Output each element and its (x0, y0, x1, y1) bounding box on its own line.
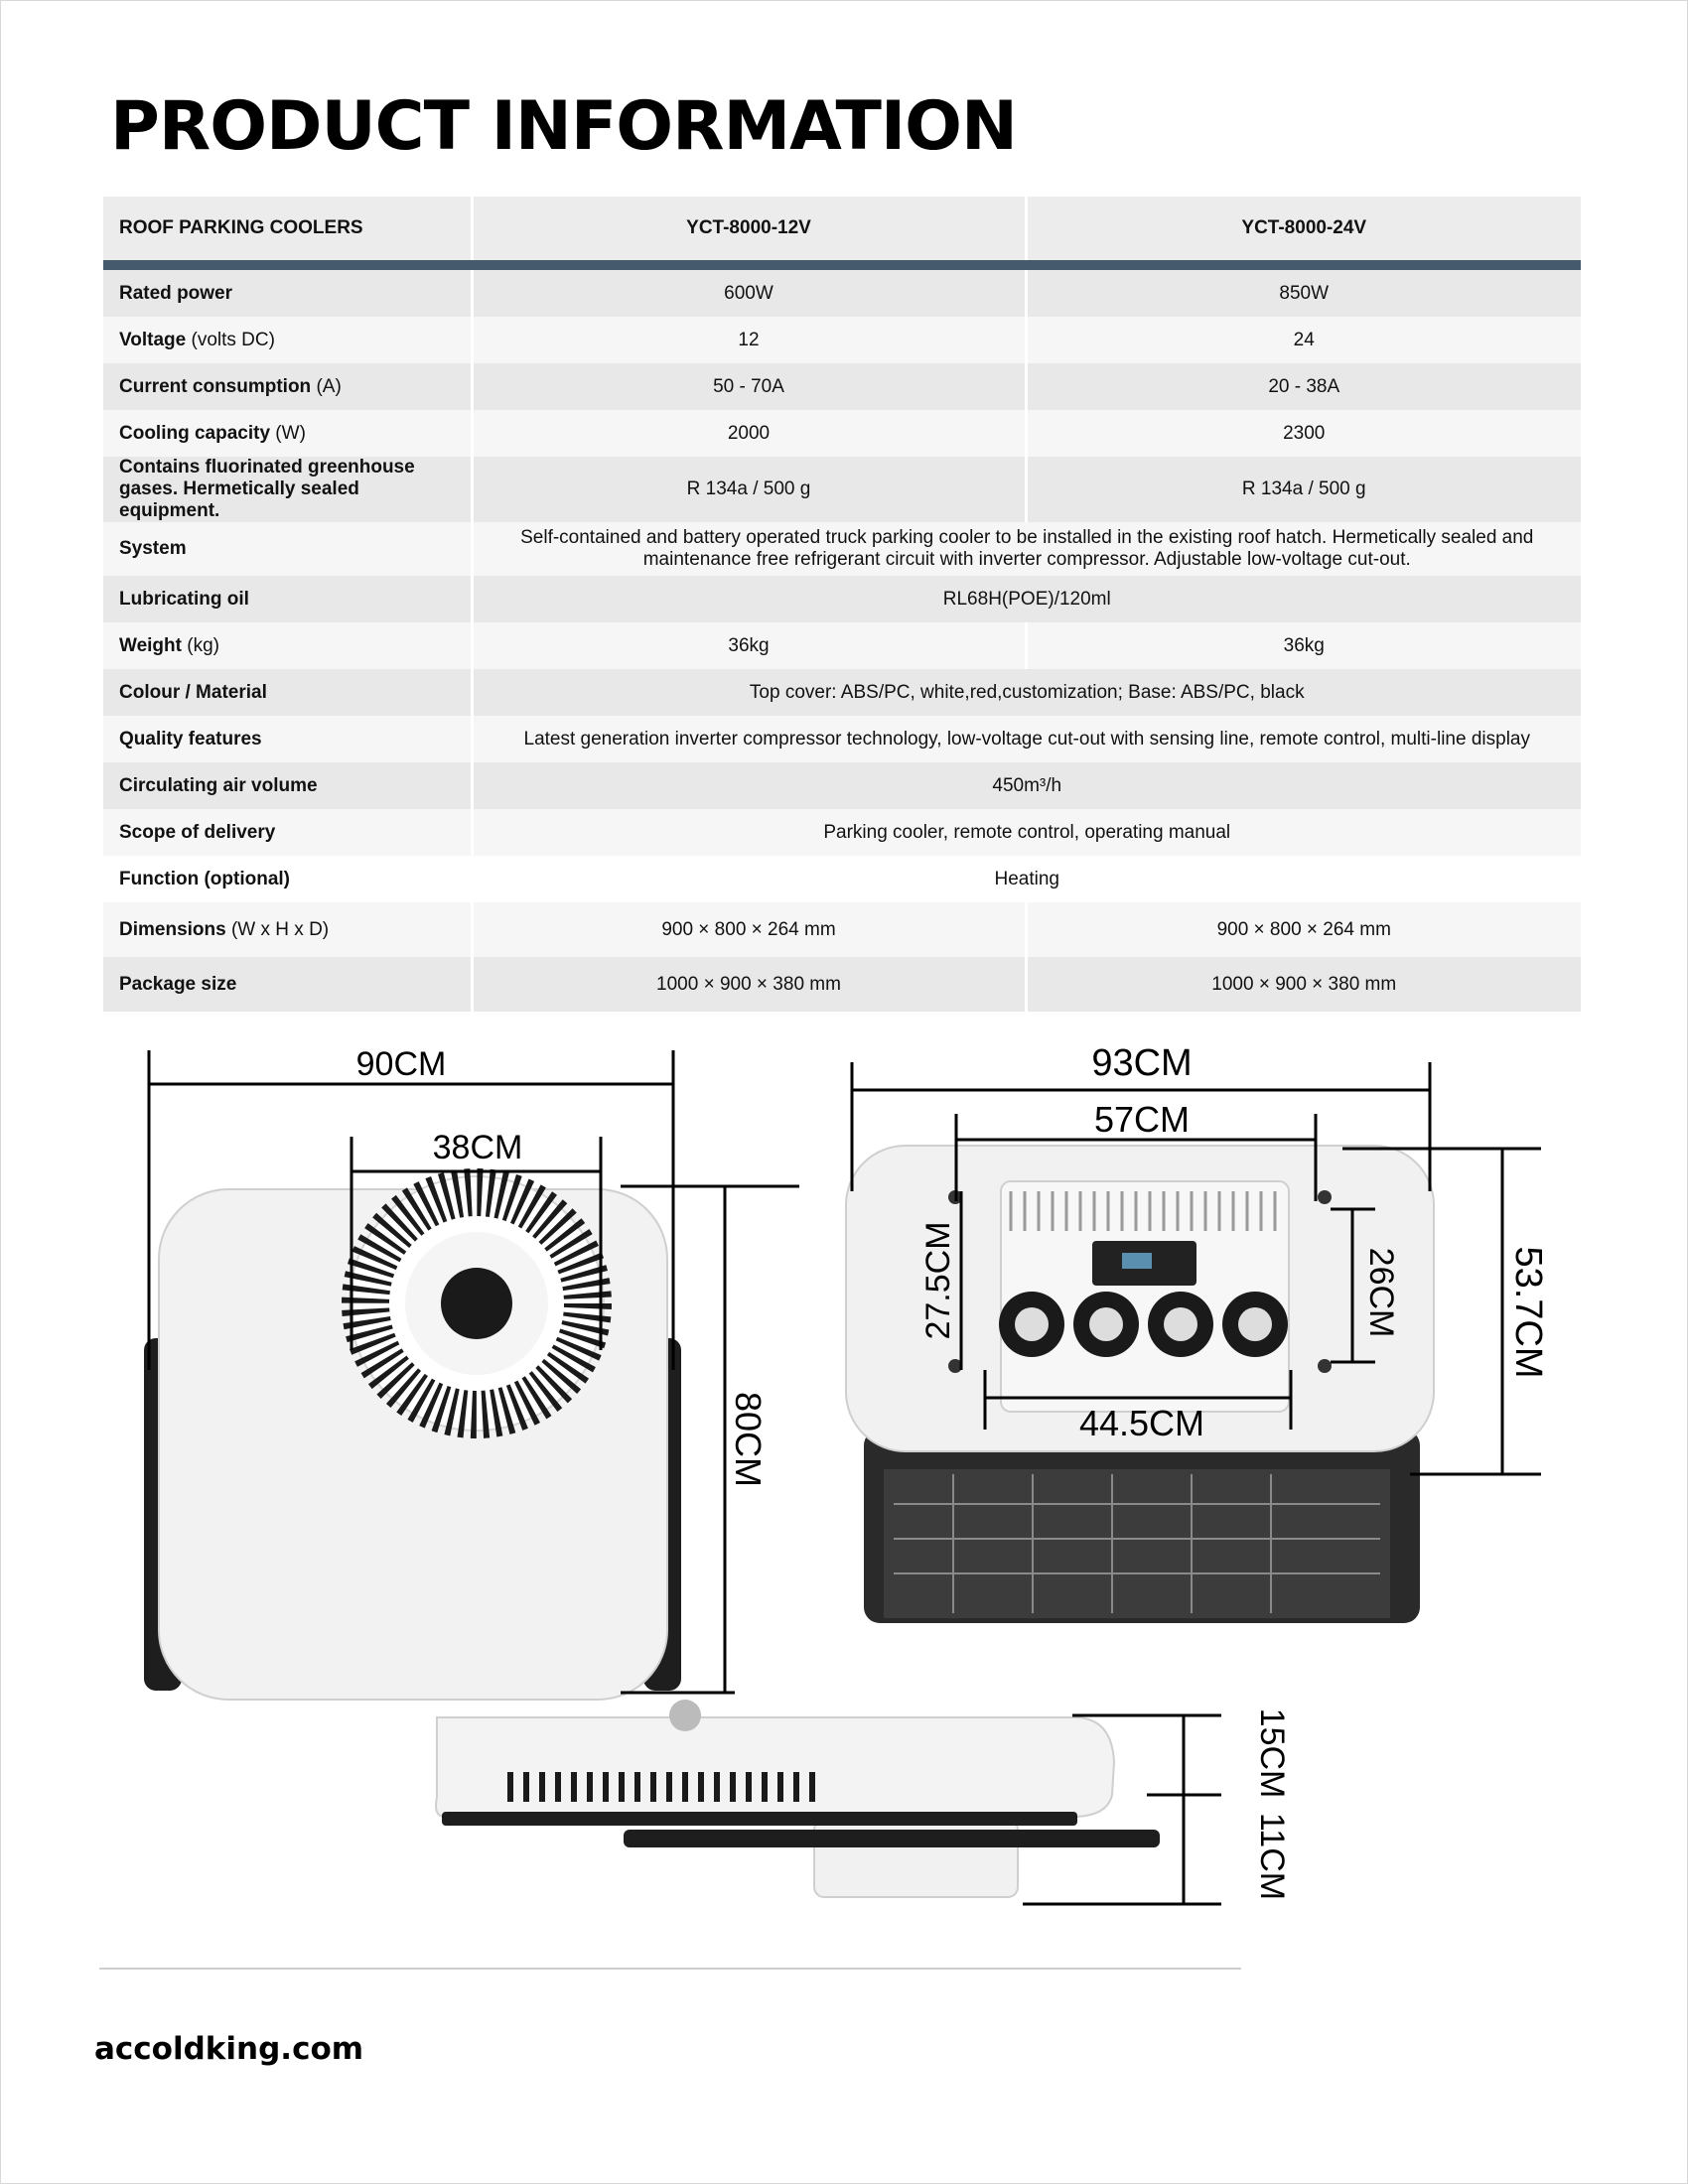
dimension-diagrams: 90CM 38CM 80CM (144, 1042, 1549, 1906)
row-value-24v: 1000 × 900 × 380 mm (1024, 957, 1581, 1012)
table-row: Cooling capacity (W) 2000 2300 (103, 410, 1581, 457)
row-value-shared: 450m³/h (470, 762, 1581, 809)
row-value-12v: 12 (470, 317, 1026, 363)
row-label: Voltage (volts DC) (103, 317, 472, 363)
footer-divider (99, 1968, 1241, 1970)
row-label: Function (optional) (103, 856, 472, 902)
table-header-model-12v: YCT-8000-12V (470, 197, 1026, 270)
table-row: Function (optional) Heating (103, 856, 1581, 902)
row-label: Circulating air volume (103, 762, 472, 809)
row-value-12v: 50 - 70A (470, 363, 1026, 410)
table-row: Current consumption (A) 50 - 70A 20 - 38… (103, 363, 1581, 410)
row-label: Colour / Material (103, 669, 472, 716)
row-label: Lubricating oil (103, 576, 472, 622)
dim-depth-label: 80CM (728, 1392, 769, 1487)
table-row: Lubricating oil RL68H(POE)/120ml (103, 576, 1581, 622)
table-row: Dimensions (W x H x D) 900 × 800 × 264 m… (103, 902, 1581, 957)
row-label: Quality features (103, 716, 472, 762)
table-row: Colour / Material Top cover: ABS/PC, whi… (103, 669, 1581, 716)
dim-panel-height-left-label: 27.5CM (919, 1221, 957, 1339)
table-row: Quality features Latest generation inver… (103, 716, 1581, 762)
page-title: PRODUCT INFORMATION (110, 87, 1018, 166)
row-value-shared: Self-contained and battery operated truc… (470, 522, 1581, 576)
row-value-shared: Top cover: ABS/PC, white,red,customizati… (470, 669, 1581, 716)
vent-grille (1009, 1191, 1277, 1231)
row-label: Weight (kg) (103, 622, 472, 669)
row-label: Dimensions (W x H x D) (103, 902, 472, 957)
table-row: Rated power 600W 850W (103, 265, 1581, 317)
table-row: Circulating air volume 450m³/h (103, 762, 1581, 809)
row-value-shared: RL68H(POE)/120ml (470, 576, 1581, 622)
dim-depth-label: 53.7CM (1507, 1246, 1549, 1378)
dim-width-label: 90CM (356, 1045, 447, 1083)
dim-panel-height-right-label: 26CM (1362, 1248, 1400, 1338)
fan-icon (342, 1168, 612, 1438)
row-label: Current consumption (A) (103, 363, 472, 410)
row-value-shared: Heating (470, 856, 1581, 902)
row-value-24v: 850W (1024, 265, 1581, 317)
table-header-model-24v: YCT-8000-24V (1024, 197, 1581, 270)
row-label: Rated power (103, 265, 472, 317)
row-value-12v: 900 × 800 × 264 mm (470, 902, 1026, 957)
row-value-24v: 900 × 800 × 264 mm (1024, 902, 1581, 957)
row-value-24v: 36kg (1024, 622, 1581, 669)
row-value-24v: 2300 (1024, 410, 1581, 457)
table-header-product-type: ROOF PARKING COOLERS (103, 197, 472, 270)
row-value-12v: 2000 (470, 410, 1026, 457)
air-outlet-icons (999, 1292, 1288, 1357)
table-row: Contains fluorinated greenhouse gases. H… (103, 457, 1581, 522)
top-view-diagram: 90CM 38CM 80CM (144, 1045, 799, 1701)
table-row: System Self-contained and battery operat… (103, 522, 1581, 576)
row-value-24v: R 134a / 500 g (1024, 457, 1581, 522)
dim-fan-label: 38CM (433, 1129, 523, 1166)
row-label: System (103, 522, 472, 576)
row-label: Contains fluorinated greenhouse gases. H… (103, 457, 472, 522)
row-label: Package size (103, 957, 472, 1012)
table-row: Scope of delivery Parking cooler, remote… (103, 809, 1581, 856)
website-link[interactable]: accoldking.com (94, 2031, 364, 2067)
table-header-row: ROOF PARKING COOLERS YCT-8000-12V YCT-80… (103, 197, 1581, 270)
spec-table: ROOF PARKING COOLERS YCT-8000-12V YCT-80… (103, 197, 1581, 1012)
row-value-shared: Parking cooler, remote control, operatin… (470, 809, 1581, 856)
table-row: Weight (kg) 36kg 36kg (103, 622, 1581, 669)
dim-lower-height-label: 11CM (1253, 1813, 1291, 1900)
row-value-12v: 1000 × 900 × 380 mm (470, 957, 1026, 1012)
row-value-shared: Latest generation inverter compressor te… (470, 716, 1581, 762)
row-value-12v: 36kg (470, 622, 1026, 669)
row-value-12v: 600W (470, 265, 1026, 317)
dim-inner-width-label: 57CM (1094, 1099, 1190, 1140)
row-label: Cooling capacity (W) (103, 410, 472, 457)
row-label: Scope of delivery (103, 809, 472, 856)
dim-total-height-label: 15CM (1253, 1708, 1291, 1799)
row-value-24v: 20 - 38A (1024, 363, 1581, 410)
dim-width-label: 93CM (1091, 1042, 1192, 1084)
side-vent-grille (507, 1772, 815, 1802)
table-row: Voltage (volts DC) 12 24 (103, 317, 1581, 363)
side-view-diagram: 15CM 11CM (435, 1700, 1291, 1906)
row-value-12v: R 134a / 500 g (470, 457, 1026, 522)
table-row: Package size 1000 × 900 × 380 mm 1000 × … (103, 957, 1581, 1012)
bottom-view-diagram: 93CM 57CM 44.5CM 27.5CM 26CM 53.7CM (845, 1042, 1549, 1623)
row-value-24v: 24 (1024, 317, 1581, 363)
dim-panel-width-label: 44.5CM (1079, 1403, 1204, 1443)
